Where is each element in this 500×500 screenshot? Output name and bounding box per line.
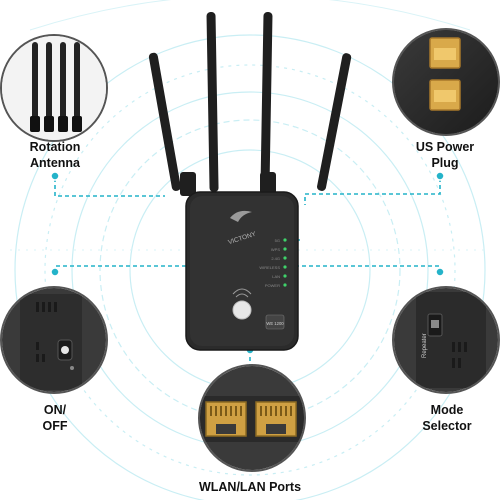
label-wlan-lan-ports-line1: WLAN/LAN Ports — [198, 480, 302, 494]
label-on-off-line2: OFF — [42, 419, 68, 433]
callout-circle-onoff — [0, 286, 108, 394]
indicator-wps: WPS — [271, 247, 280, 252]
label-us-power-plug: US Power Plug — [390, 139, 500, 171]
wps-button-icon — [232, 288, 252, 320]
connector-plug — [304, 178, 441, 205]
callout-circle-mode: Repeater — [392, 286, 500, 394]
label-mode-selector-line1: Mode — [430, 403, 464, 417]
mode-switch-label: Repeater — [422, 333, 428, 358]
status-led-column: 5G WPS 2.4G WIRELESS LAN POWER — [259, 238, 287, 288]
antenna-cluster-icon — [2, 36, 106, 140]
power-plug-icon — [394, 30, 498, 134]
model-badge: WE 1200 — [266, 321, 284, 326]
label-rotation-antenna-line1: Rotation — [29, 140, 81, 154]
indicator-power: POWER — [265, 283, 280, 288]
callout-circle-ports — [198, 364, 306, 472]
label-rotation-antenna: Rotation Antenna — [0, 139, 110, 171]
label-wlan-lan-ports: WLAN/LAN Ports — [195, 479, 305, 495]
label-rotation-antenna-line2: Antenna — [30, 156, 80, 170]
label-us-power-plug-line2: Plug — [431, 156, 459, 170]
antenna-icon — [148, 11, 352, 196]
callout-circle-antenna — [0, 34, 108, 142]
indicator-lan: LAN — [272, 274, 280, 279]
connector-antenna — [54, 178, 165, 197]
indicator-2g: 2.4G — [271, 256, 280, 261]
indicator-5g: 5G — [275, 238, 280, 243]
power-switch-icon — [2, 288, 106, 392]
label-mode-selector: Mode Selector — [392, 402, 500, 434]
ethernet-ports-icon — [200, 366, 304, 470]
label-us-power-plug-line1: US Power — [415, 140, 475, 154]
callout-circle-plug — [392, 28, 500, 136]
indicator-wireless: WIRELESS — [259, 265, 280, 270]
label-mode-selector-line2: Selector — [422, 419, 472, 433]
mode-switch-icon: Repeater — [394, 288, 498, 392]
label-on-off: ON/ OFF — [0, 402, 110, 434]
label-on-off-line1: ON/ — [43, 403, 67, 417]
